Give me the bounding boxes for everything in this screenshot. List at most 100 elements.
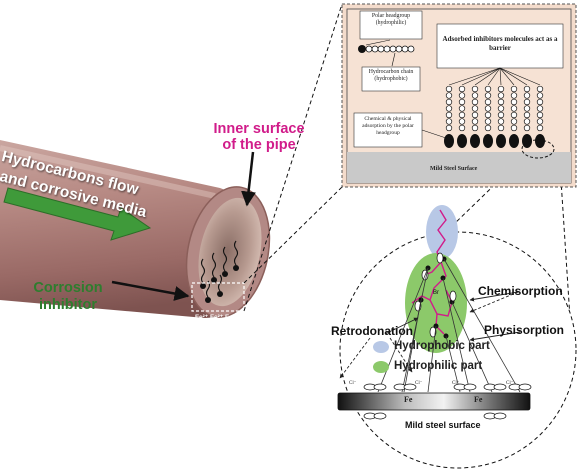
chain-bead bbox=[458, 111, 466, 119]
mechanism-detail: Br bbox=[337, 205, 577, 469]
chain-bead bbox=[497, 98, 505, 106]
hydrocarbon-chain-label: Hydrocarbon chain (hydrophobic) bbox=[368, 69, 414, 82]
fe-ion-labels: Fe²⁺ Fe²⁺ Fe²⁺ bbox=[195, 313, 238, 321]
chain-bead bbox=[536, 118, 544, 125]
chain-bead bbox=[523, 92, 531, 99]
chain-bead bbox=[523, 118, 531, 125]
chain-bead bbox=[510, 98, 518, 106]
inhibitor-line1: Corrosion bbox=[33, 280, 103, 296]
chain-bead bbox=[471, 118, 479, 125]
chain-bead bbox=[497, 118, 505, 125]
inner-surface-line2: of the pipe bbox=[222, 137, 296, 153]
chain-bead bbox=[523, 85, 531, 93]
chain-bead bbox=[497, 111, 505, 119]
chain-bead bbox=[510, 118, 518, 125]
chain-bead bbox=[510, 124, 518, 132]
legend-hydrophobic-swatch bbox=[373, 341, 389, 353]
inhibitor-arrow bbox=[111, 280, 190, 301]
inner-surface-line1: Inner surface bbox=[213, 121, 305, 137]
chain-bead bbox=[445, 124, 453, 132]
polar-headgroup bbox=[483, 134, 493, 148]
chain-bead bbox=[497, 124, 505, 132]
polar-headgroup-label: Polar headgroup (hydrophilic) bbox=[371, 13, 411, 26]
chemisorption-label: Chemisorption bbox=[478, 284, 563, 298]
inset-surface-label: Mild Steel Surface bbox=[430, 166, 478, 172]
cl-label-2: Cl⁻ bbox=[415, 381, 423, 386]
fe-label-1: Fe bbox=[404, 395, 413, 404]
fe-orbitals bbox=[363, 383, 532, 420]
inner-surface-label: Inner surface of the pipe bbox=[205, 121, 313, 153]
polar-headgroup bbox=[470, 134, 480, 148]
polar-headgroup bbox=[509, 134, 519, 148]
chain-bead bbox=[536, 105, 544, 112]
chain-bead bbox=[445, 111, 453, 119]
inhibitor-label: Corrosion inhibitor bbox=[20, 280, 116, 314]
physisorption-label: Physisorption bbox=[484, 323, 565, 337]
chain-bead bbox=[536, 124, 544, 132]
chain-bead bbox=[510, 85, 518, 93]
chain-bead bbox=[497, 92, 505, 99]
retrodonation-label: Retrodonation bbox=[331, 324, 413, 338]
chain-bead bbox=[484, 124, 492, 132]
polar-headgroup bbox=[457, 134, 467, 148]
chain-bead bbox=[523, 98, 531, 106]
chain-bead bbox=[458, 98, 466, 106]
hydrophilic-region bbox=[405, 253, 467, 353]
inset-adsorbed-molecules bbox=[444, 85, 545, 148]
fe-ion-2: Fe²⁺ bbox=[210, 314, 224, 321]
cl-label-4: Cl⁻ bbox=[506, 381, 514, 386]
chain-bead bbox=[484, 85, 492, 93]
chain-bead bbox=[471, 105, 479, 112]
chain-bead bbox=[471, 111, 479, 119]
chain-bead bbox=[536, 85, 544, 93]
chain-bead bbox=[458, 118, 466, 125]
chain-bead bbox=[471, 85, 479, 93]
flow-arrow bbox=[3, 187, 152, 241]
polar-headgroup bbox=[535, 134, 545, 148]
svg-text:Br: Br bbox=[433, 290, 439, 296]
steel-surface-label: Mild steel surface bbox=[405, 420, 481, 430]
steel-bar bbox=[337, 392, 531, 411]
inner-surface-arrow bbox=[241, 151, 256, 207]
legend-hydrophobic: Hydrophobic part bbox=[394, 340, 490, 352]
chain-bead bbox=[484, 105, 492, 112]
polar-headgroup bbox=[496, 134, 506, 148]
chain-bead bbox=[536, 98, 544, 106]
chain-bead bbox=[484, 98, 492, 106]
chain-bead bbox=[523, 105, 531, 112]
chain-bead bbox=[510, 105, 518, 112]
chain-bead bbox=[510, 92, 518, 99]
cl-label-1: Cl⁻ bbox=[349, 381, 357, 386]
chain-bead bbox=[458, 105, 466, 112]
fe-label-2: Fe bbox=[474, 395, 483, 404]
chain-bead bbox=[458, 92, 466, 99]
chain-bead bbox=[484, 111, 492, 119]
chain-bead bbox=[458, 124, 466, 132]
fe-ion-3: Fe²⁺ bbox=[225, 314, 239, 321]
chain-bead bbox=[471, 92, 479, 99]
pipe-headgroups bbox=[200, 265, 239, 303]
zoom-ellipse bbox=[521, 139, 555, 159]
chain-bead bbox=[445, 98, 453, 106]
chain-bead bbox=[510, 111, 518, 119]
chain-bead bbox=[536, 92, 544, 99]
chain-bead bbox=[536, 111, 544, 119]
chain-bead bbox=[458, 85, 466, 93]
adsorption-label: Chemical & physical adsorption by the po… bbox=[362, 116, 414, 136]
chain-bead bbox=[484, 92, 492, 99]
inset-steel-surface bbox=[347, 152, 571, 183]
legend-hydrophilic-swatch bbox=[373, 361, 389, 373]
pipe bbox=[0, 140, 271, 318]
fe-ion-1: Fe²⁺ bbox=[195, 314, 209, 321]
inhibitor-line2: inhibitor bbox=[39, 297, 97, 313]
chain-bead bbox=[445, 92, 453, 99]
chain-bead bbox=[484, 118, 492, 125]
chain-bead bbox=[445, 105, 453, 112]
chain-bead bbox=[523, 124, 531, 132]
zoom-box-pipe bbox=[191, 282, 245, 312]
chain-bead bbox=[497, 105, 505, 112]
barrier-label: Adsorbed inhibitors molecules act as a b… bbox=[442, 35, 558, 52]
chain-bead bbox=[523, 111, 531, 119]
